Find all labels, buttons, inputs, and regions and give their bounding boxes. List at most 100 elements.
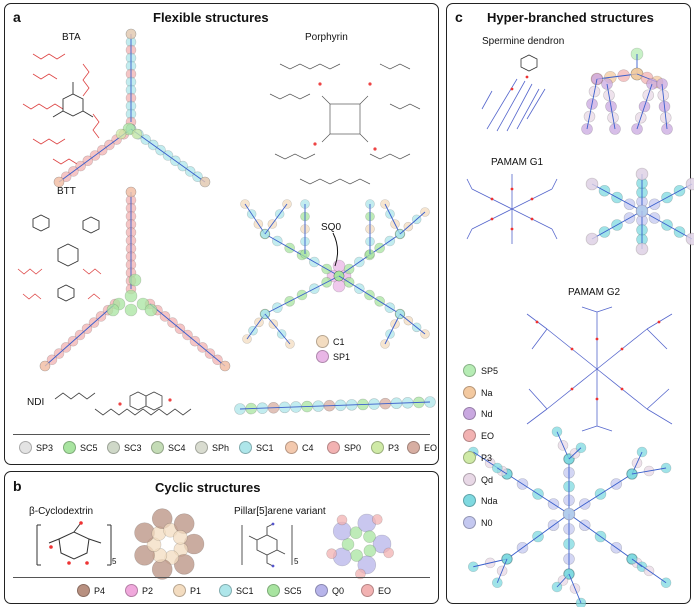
- legend-swatch: [371, 441, 384, 454]
- cg-bead: [355, 568, 366, 580]
- cg-bead: [685, 177, 694, 191]
- cg-bead: [173, 513, 195, 534]
- ndi-structure-drawing: [54, 391, 192, 416]
- legend-swatch: [219, 584, 232, 597]
- legend-item-p3: P3: [371, 441, 399, 454]
- legend-swatch: [463, 407, 476, 420]
- legend-swatch: [151, 441, 164, 454]
- label-sq0: SQ0: [321, 222, 342, 233]
- legend-item-sc5: SC5: [267, 584, 302, 597]
- legend-item-nd: Nd: [463, 407, 493, 420]
- bond: [384, 203, 401, 235]
- legend-swatch: [463, 429, 476, 442]
- legend-swatch: [361, 584, 374, 597]
- legend-label: Qd: [481, 474, 494, 485]
- legend-label: Nda: [481, 495, 498, 506]
- cg-bead: [383, 547, 394, 559]
- cg-bead: [134, 544, 155, 566]
- cg-bead: [106, 303, 120, 317]
- label-pillararene: Pillar[5]arene variant: [234, 506, 326, 517]
- bond: [149, 303, 226, 367]
- legend-item-sc3: SC3: [107, 441, 142, 454]
- legend-divider: [13, 577, 430, 578]
- cg-bead: [635, 242, 649, 256]
- legend-item-sc1: SC1: [239, 441, 274, 454]
- label-porphyrin: Porphyrin: [305, 32, 348, 43]
- legend-swatch: [107, 441, 120, 454]
- panel-letter: b: [13, 478, 22, 494]
- panel-title: Cyclic structures: [155, 480, 261, 495]
- legend-item-eo: EO: [407, 441, 437, 454]
- bond: [568, 513, 633, 560]
- cyclodextrin-structure-drawing: [36, 521, 112, 566]
- label-bta: BTA: [62, 32, 81, 43]
- label-pamam-g2: PAMAM G2: [568, 287, 621, 298]
- legend-swatch: [463, 516, 476, 529]
- label-cyclodextrin: β-Cyclodextrin: [29, 506, 94, 517]
- legend-swatch: [173, 584, 186, 597]
- bond: [264, 275, 340, 315]
- panel-a-bead-models: [39, 28, 436, 415]
- cg-bead: [326, 548, 337, 559]
- legend-label: SC1: [256, 442, 274, 453]
- bond: [506, 473, 570, 515]
- cg-bead: [144, 303, 158, 317]
- legend-item-sc1: SC1: [219, 584, 254, 597]
- bond: [506, 513, 570, 560]
- legend-label: SP3: [36, 442, 54, 453]
- legend-swatch: [77, 584, 90, 597]
- cg-bead: [125, 28, 137, 40]
- bond: [568, 573, 582, 604]
- cg-bead: [585, 177, 599, 191]
- cg-bead: [635, 204, 649, 218]
- panel-letter: a: [13, 9, 21, 25]
- bond: [636, 83, 653, 130]
- bond: [568, 447, 582, 460]
- cg-bead: [363, 544, 377, 558]
- cg-bead: [341, 538, 355, 551]
- legend-label: P1: [190, 585, 202, 596]
- cg-bead: [173, 530, 188, 545]
- legend-label: SC5: [80, 442, 98, 453]
- legend-item-p2: P2: [125, 584, 153, 597]
- legend-label: SC3: [124, 442, 142, 453]
- cg-bead: [685, 232, 694, 246]
- legend-swatch: [463, 386, 476, 399]
- legend-label: SP1: [333, 351, 351, 362]
- legend-label: C1: [333, 336, 345, 347]
- legend-label: P3: [481, 452, 493, 463]
- legend-label: P3: [388, 442, 400, 453]
- legend-swatch: [463, 364, 476, 377]
- legend-item-nda: Nda: [463, 494, 498, 507]
- legend-item-eo: EO: [361, 584, 391, 597]
- legend-swatch: [316, 335, 329, 348]
- pillararene-structure-drawing: [241, 522, 293, 568]
- porphyrin-structure-drawing: [269, 63, 421, 185]
- bond: [384, 313, 401, 345]
- bond: [591, 183, 643, 212]
- cg-bead: [491, 462, 503, 474]
- bond: [399, 313, 426, 335]
- legend-label: SC5: [284, 585, 302, 596]
- cg-bead: [371, 514, 383, 525]
- legend-label: SP0: [344, 442, 362, 453]
- bond: [497, 467, 508, 475]
- bond: [631, 558, 667, 584]
- legend-label: P4: [94, 585, 106, 596]
- bond: [586, 78, 598, 130]
- cg-bead: [124, 289, 138, 303]
- bond: [264, 313, 291, 345]
- legend-swatch: [315, 584, 328, 597]
- label-spermine-dendron: Spermine dendron: [482, 36, 565, 47]
- subscript-5: 5: [294, 557, 299, 566]
- legend-swatch: [327, 441, 340, 454]
- legend-label: SP5: [481, 365, 499, 376]
- legend-label: C4: [302, 442, 314, 453]
- bond: [338, 275, 401, 315]
- legend-label: EO: [424, 442, 438, 453]
- legend-item-p4: P4: [77, 584, 105, 597]
- legend-label: SC4: [168, 442, 186, 453]
- bond: [568, 473, 633, 515]
- legend-item-p3: P3: [463, 451, 492, 464]
- cg-bead: [585, 232, 599, 246]
